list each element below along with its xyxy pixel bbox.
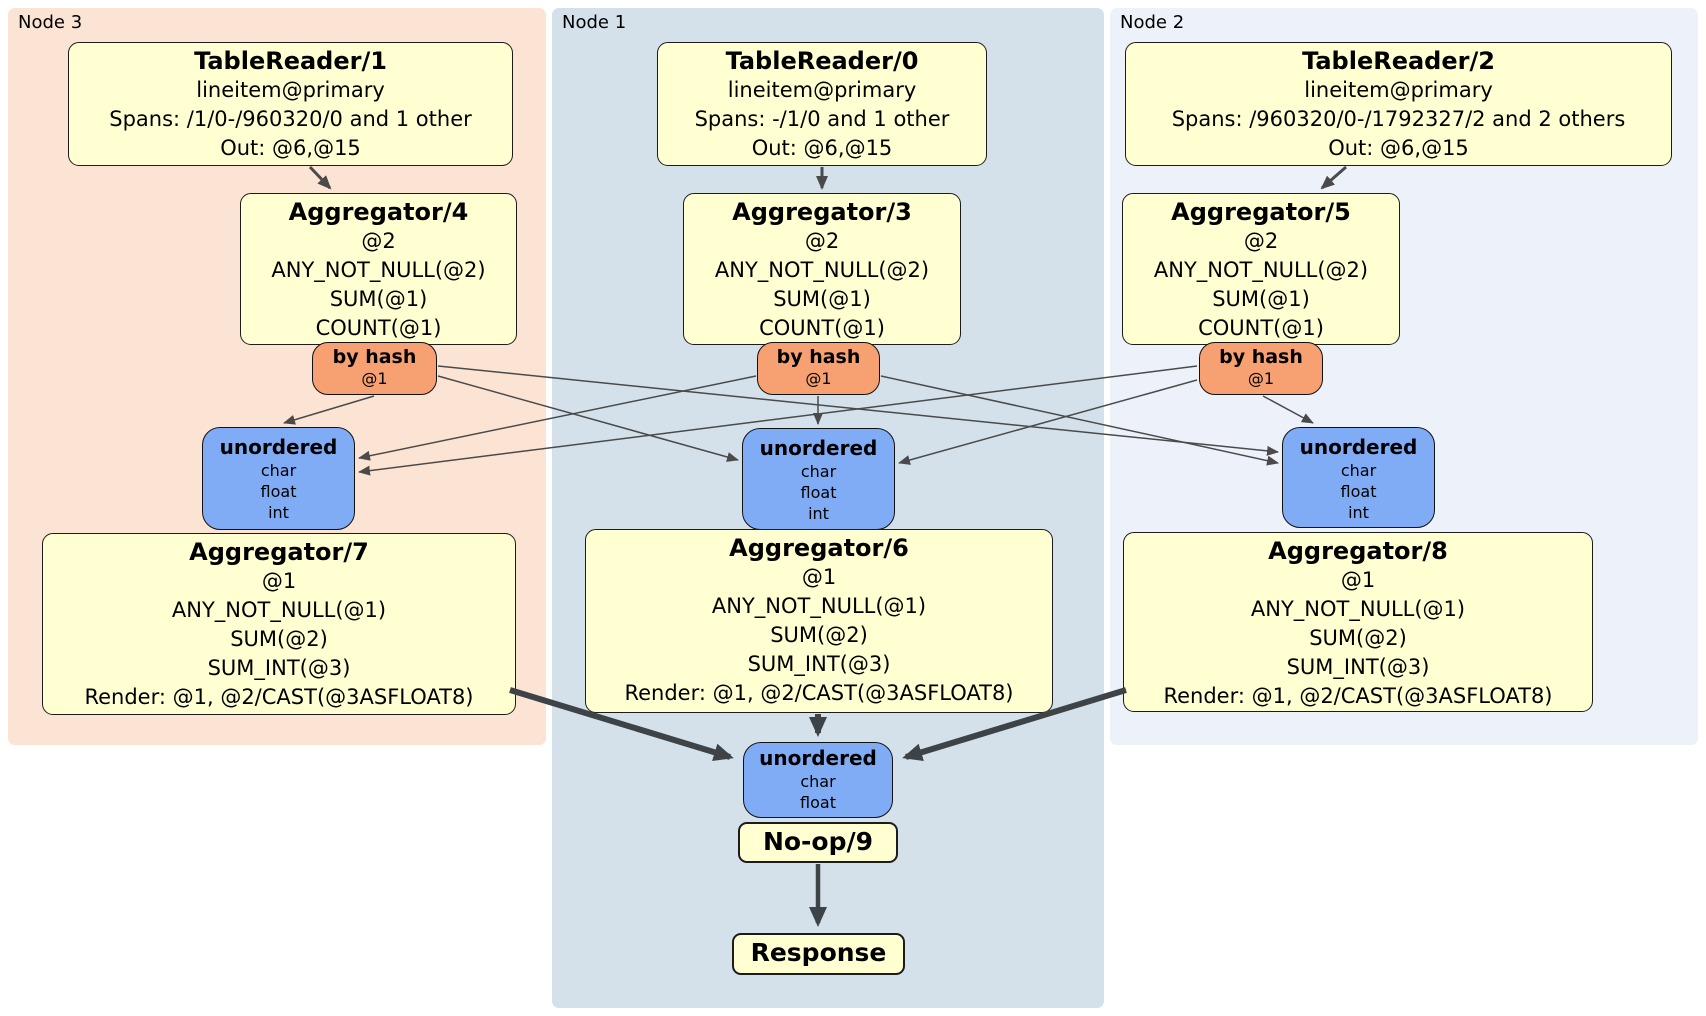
- processor-detail: SUM(@1): [773, 287, 871, 311]
- processor-detail: Render: @1, @2/CAST(@3ASFLOAT8): [1163, 684, 1553, 708]
- processor-detail: SUM(@2): [230, 627, 328, 651]
- sync-detail: char: [800, 772, 836, 791]
- sync-detail: int: [1348, 503, 1369, 522]
- processor-tablereader-2: TableReader/2 lineitem@primary Spans: /9…: [1125, 42, 1672, 166]
- processor-detail: SUM(@1): [329, 287, 428, 311]
- processor-tablereader-0: TableReader/0 lineitem@primary Spans: -/…: [657, 42, 987, 166]
- router-title: by hash: [1219, 346, 1303, 368]
- processor-detail: ANY_NOT_NULL(@2): [271, 258, 486, 282]
- processor-detail: lineitem@primary: [1304, 78, 1493, 102]
- processor-tablereader-1: TableReader/1 lineitem@primary Spans: /1…: [68, 42, 513, 166]
- response-node: Response: [732, 933, 905, 975]
- sync-title: unordered: [219, 435, 338, 459]
- sync-detail: int: [268, 503, 289, 522]
- processor-detail: Out: @6,@15: [751, 136, 893, 160]
- router-by-hash-node3: by hash @1: [312, 342, 437, 395]
- response-title: Response: [750, 938, 887, 967]
- processor-detail: lineitem@primary: [196, 78, 385, 102]
- processor-detail: SUM_INT(@3): [1286, 655, 1430, 679]
- sync-unordered-final: unordered char float: [743, 742, 893, 818]
- processor-detail: ANY_NOT_NULL(@1): [711, 594, 927, 618]
- router-detail: @1: [1247, 369, 1275, 388]
- processor-title: Aggregator/3: [732, 198, 912, 226]
- processor-detail: lineitem@primary: [727, 78, 917, 102]
- region-node1-label: Node 1: [562, 12, 627, 33]
- processor-title: TableReader/0: [725, 47, 919, 75]
- processor-detail: @1: [261, 569, 297, 593]
- sync-detail: char: [800, 462, 837, 481]
- processor-detail: ANY_NOT_NULL(@1): [1250, 597, 1466, 621]
- processor-detail: COUNT(@1): [1198, 316, 1324, 340]
- sync-detail: char: [1340, 461, 1377, 480]
- processor-detail: @1: [801, 565, 837, 589]
- processor-detail: ANY_NOT_NULL(@1): [171, 598, 387, 622]
- processor-detail: @2: [804, 229, 840, 253]
- processor-title: Aggregator/6: [729, 534, 909, 562]
- processor-detail: @1: [1340, 568, 1376, 592]
- processor-title: Aggregator/5: [1171, 198, 1351, 226]
- processor-detail: SUM_INT(@3): [747, 652, 891, 676]
- router-by-hash-node2: by hash @1: [1199, 342, 1323, 395]
- processor-aggregator-6: Aggregator/6 @1 ANY_NOT_NULL(@1) SUM(@2)…: [585, 529, 1053, 713]
- processor-detail: Out: @6,@15: [1328, 136, 1469, 160]
- router-title: by hash: [776, 346, 861, 368]
- sync-detail: int: [808, 504, 829, 523]
- processor-detail: Render: @1, @2/CAST(@3ASFLOAT8): [84, 685, 474, 709]
- router-detail: @1: [361, 369, 388, 388]
- processor-detail: Spans: -/1/0 and 1 other: [694, 107, 950, 131]
- processor-detail: @2: [361, 229, 396, 253]
- processor-detail: SUM(@2): [770, 623, 868, 647]
- region-node2-label: Node 2: [1120, 12, 1185, 33]
- sync-title: unordered: [1299, 435, 1418, 459]
- processor-detail: Spans: /960320/0-/1792327/2 and 2 others: [1171, 107, 1626, 131]
- processor-aggregator-3: Aggregator/3 @2 ANY_NOT_NULL(@2) SUM(@1)…: [683, 193, 961, 345]
- region-node3-label: Node 3: [18, 12, 83, 33]
- sync-detail: char: [260, 461, 297, 480]
- processor-detail: COUNT(@1): [315, 316, 442, 340]
- router-title: by hash: [332, 346, 417, 368]
- processor-noop-9: No-op/9: [738, 822, 898, 863]
- sync-detail: float: [1340, 482, 1377, 501]
- processor-title: TableReader/2: [1302, 47, 1495, 75]
- processor-detail: @2: [1243, 229, 1279, 253]
- processor-aggregator-5: Aggregator/5 @2 ANY_NOT_NULL(@2) SUM(@1)…: [1122, 193, 1400, 345]
- processor-title: Aggregator/8: [1268, 537, 1448, 565]
- processor-title: No-op/9: [762, 827, 874, 856]
- sync-detail: float: [800, 483, 837, 502]
- sync-detail: float: [260, 482, 297, 501]
- processor-detail: Render: @1, @2/CAST(@3ASFLOAT8): [624, 681, 1014, 705]
- processor-detail: Out: @6,@15: [220, 136, 361, 160]
- router-detail: @1: [805, 369, 832, 388]
- processor-title: Aggregator/7: [189, 538, 369, 566]
- processor-detail: ANY_NOT_NULL(@2): [1153, 258, 1369, 282]
- sync-unordered-node1: unordered char float int: [742, 428, 895, 530]
- router-by-hash-node1: by hash @1: [757, 342, 880, 395]
- sync-unordered-node3: unordered char float int: [202, 427, 355, 530]
- processor-detail: ANY_NOT_NULL(@2): [714, 258, 930, 282]
- processor-aggregator-8: Aggregator/8 @1 ANY_NOT_NULL(@1) SUM(@2)…: [1123, 532, 1593, 712]
- sync-detail: float: [800, 793, 836, 812]
- processor-title: TableReader/1: [194, 47, 387, 75]
- processor-aggregator-7: Aggregator/7 @1 ANY_NOT_NULL(@1) SUM(@2)…: [42, 533, 516, 715]
- processor-title: Aggregator/4: [288, 198, 469, 226]
- processor-detail: Spans: /1/0-/960320/0 and 1 other: [109, 107, 472, 131]
- processor-detail: COUNT(@1): [759, 316, 885, 340]
- processor-detail: SUM_INT(@3): [207, 656, 351, 680]
- sync-title: unordered: [759, 746, 877, 770]
- sync-title: unordered: [759, 436, 878, 460]
- processor-detail: SUM(@2): [1309, 626, 1407, 650]
- processor-detail: SUM(@1): [1212, 287, 1310, 311]
- sync-unordered-node2: unordered char float int: [1282, 427, 1435, 528]
- processor-aggregator-4: Aggregator/4 @2 ANY_NOT_NULL(@2) SUM(@1)…: [240, 193, 517, 345]
